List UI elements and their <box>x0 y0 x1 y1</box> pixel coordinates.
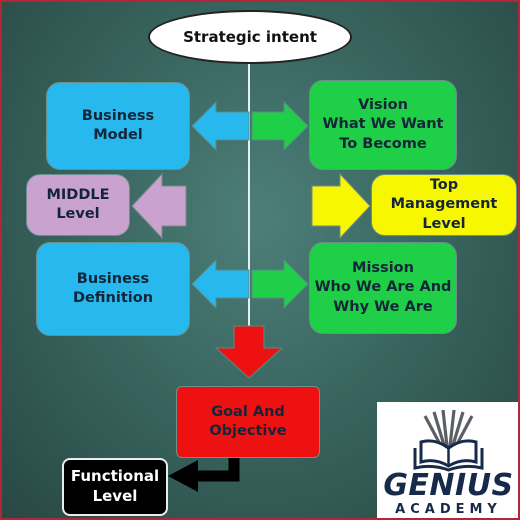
arrow-to-middle-level <box>131 172 187 240</box>
functional-level-box: Functional Level <box>62 458 168 516</box>
arrow-to-functional <box>198 454 240 482</box>
top-management-box: Top Management Level <box>371 174 517 236</box>
arrow-to-vision <box>251 100 309 152</box>
logo-subtitle: ACADEMY <box>395 502 502 517</box>
arrow-to-goal <box>214 325 284 379</box>
mission-box: Mission Who We Are And Why We Are <box>309 242 457 334</box>
arrow-to-business-definition <box>191 258 250 310</box>
arrow-to-top-management <box>311 172 371 240</box>
arrow-to-functional-head <box>168 460 198 492</box>
goal-box: Goal And Objective <box>176 386 320 458</box>
arrow-to-business-model <box>191 100 250 152</box>
arrow-to-mission <box>251 258 309 310</box>
middle-level-box: MIDDLE Level <box>26 174 130 236</box>
logo-name: GENIUS <box>383 468 514 503</box>
business-definition-box: Business Definition <box>36 242 190 336</box>
business-model-box: Business Model <box>46 82 190 170</box>
open-book-icon <box>413 409 484 472</box>
strategic-intent-title: Strategic intent <box>148 10 352 64</box>
genius-academy-logo: GENIUS ACADEMY <box>377 402 518 518</box>
vision-box: Vision What We Want To Become <box>309 80 457 170</box>
